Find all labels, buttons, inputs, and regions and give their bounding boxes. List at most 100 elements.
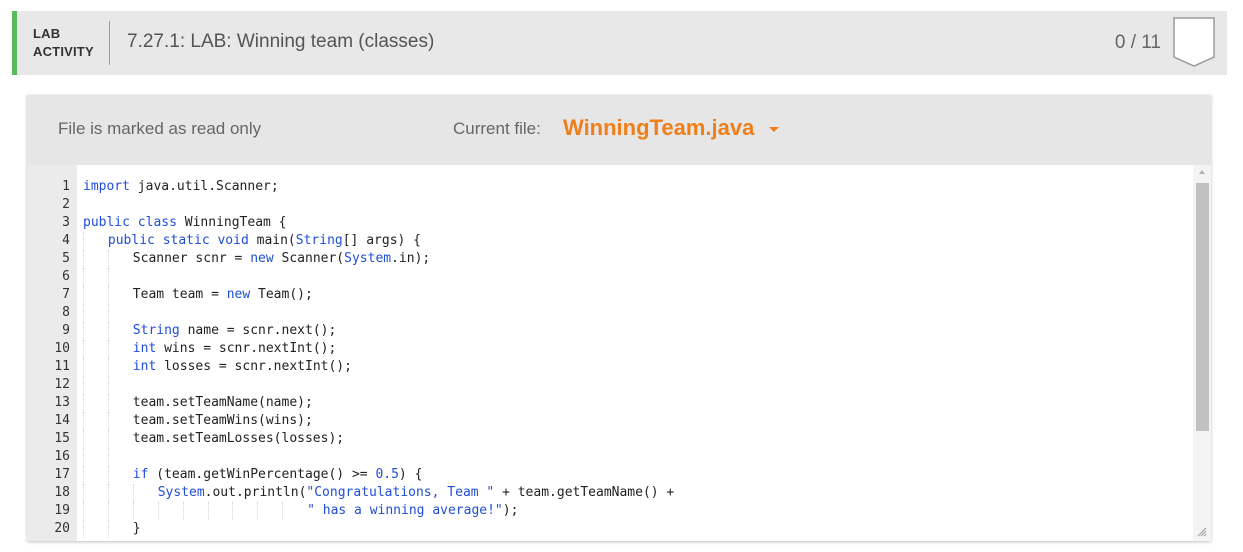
- lab-activity-header: LAB ACTIVITY 7.27.1: LAB: Winning team (…: [12, 11, 1227, 75]
- caret-down-icon: [768, 114, 780, 140]
- line-number: 15: [54, 431, 70, 446]
- indent-guide: [83, 394, 84, 412]
- code-text: " has a winning average!");: [307, 503, 519, 518]
- code-text: }: [132, 521, 141, 536]
- indent-guide: [83, 448, 84, 466]
- indent-guide: [107, 250, 109, 268]
- code-line[interactable]: 7 Team team = new Team();: [27, 286, 1191, 304]
- code-line[interactable]: 6: [27, 268, 1191, 286]
- indent-guide: [83, 304, 84, 322]
- code-line[interactable]: 19 " has a winning average!");: [27, 502, 1191, 520]
- line-number: 16: [54, 449, 70, 464]
- indent-guide: [107, 358, 109, 376]
- code-line[interactable]: 18 System.out.println("Congratulations, T…: [27, 484, 1191, 502]
- current-file-dropdown[interactable]: WinningTeam.java: [563, 115, 780, 142]
- indent-guide: [83, 322, 84, 340]
- line-number: 10: [54, 341, 70, 356]
- score-display: 0 / 11: [1114, 32, 1161, 53]
- indent-guide: [107, 394, 109, 412]
- indent-guide: [282, 502, 284, 520]
- code-line[interactable]: 16: [27, 448, 1191, 466]
- indent-guide: [107, 268, 109, 286]
- code-line[interactable]: 17 if (team.getWinPercentage() >= 0.5) {: [27, 466, 1191, 484]
- code-line[interactable]: 10 int wins = scnr.nextInt();: [27, 340, 1191, 358]
- vertical-scrollbar[interactable]: [1193, 165, 1211, 541]
- line-number-gutter: [27, 165, 77, 541]
- resize-handle-icon[interactable]: [1195, 525, 1207, 537]
- indent-guide: [83, 376, 84, 394]
- indent-guide: [83, 466, 84, 484]
- activity-type-line1: LAB: [33, 26, 61, 41]
- indent-guide: [83, 340, 84, 358]
- code-text: team.setTeamWins(wins);: [132, 413, 313, 428]
- indent-guide: [107, 520, 109, 538]
- indent-guide: [83, 268, 84, 286]
- indent-guide: [107, 322, 109, 340]
- current-file-label: Current file:: [453, 119, 541, 138]
- indent-guide: [107, 340, 109, 358]
- indent-guide: [107, 412, 109, 430]
- line-number: 19: [54, 503, 70, 518]
- indent-guide: [83, 520, 84, 538]
- code-text: if (team.getWinPercentage() >= 0.5) {: [132, 467, 423, 482]
- line-number: 11: [54, 359, 70, 374]
- indent-guide: [207, 502, 209, 520]
- line-number: 18: [54, 485, 70, 500]
- activity-type-line2: ACTIVITY: [33, 44, 94, 59]
- code-text: System.out.println("Congratulations, Tea…: [157, 485, 675, 500]
- code-line[interactable]: 11 int losses = scnr.nextInt();: [27, 358, 1191, 376]
- indent-guide: [83, 250, 84, 268]
- readonly-notice: File is marked as read only: [58, 119, 262, 138]
- indent-guide: [107, 466, 109, 484]
- indent-guide: [83, 430, 84, 448]
- code-text: Team team = new Team();: [132, 287, 313, 302]
- line-number: 12: [54, 377, 70, 392]
- code-line[interactable]: 12: [27, 376, 1191, 394]
- indent-guide: [157, 502, 159, 520]
- code-line[interactable]: 8: [27, 304, 1191, 322]
- page-title: 7.27.1: LAB: Winning team (classes): [127, 31, 435, 52]
- indent-guide: [83, 358, 84, 376]
- indent-guide: [107, 448, 109, 466]
- code-text: Scanner scnr = new Scanner(System.in);: [132, 251, 431, 266]
- indent-guide: [107, 484, 109, 502]
- scrollbar-thumb[interactable]: [1196, 183, 1209, 431]
- line-number: 3: [62, 215, 70, 230]
- indent-guide: [132, 484, 134, 502]
- code-text: team.setTeamLosses(losses);: [132, 431, 345, 446]
- indent-guide: [107, 376, 109, 394]
- line-number: 20: [54, 521, 70, 536]
- code-line[interactable]: 15 team.setTeamLosses(losses);: [27, 430, 1191, 448]
- line-number: 2: [62, 197, 70, 212]
- activity-type-label: LAB ACTIVITY: [33, 25, 103, 61]
- indent-guide: [182, 502, 184, 520]
- code-text: int wins = scnr.nextInt();: [132, 341, 337, 356]
- code-line[interactable]: 20}: [27, 520, 1191, 538]
- line-number: 14: [54, 413, 70, 428]
- line-number: 13: [54, 395, 70, 410]
- indent-guide: [107, 304, 109, 322]
- code-text: public static void main(String[] args) {: [107, 233, 422, 248]
- code-text: import java.util.Scanner;: [83, 179, 279, 194]
- line-number: 8: [62, 305, 70, 320]
- code-line[interactable]: 2: [27, 196, 1191, 214]
- indent-guide: [232, 502, 234, 520]
- indent-guide: [107, 502, 109, 520]
- line-number: 17: [54, 467, 70, 482]
- code-line[interactable]: 14 team.setTeamWins(wins);: [27, 412, 1191, 430]
- line-number: 7: [62, 287, 70, 302]
- completion-badge-icon: [1173, 17, 1215, 67]
- code-text: int losses = scnr.nextInt();: [132, 359, 352, 374]
- indent-guide: [83, 502, 84, 520]
- scroll-up-icon[interactable]: [1199, 170, 1205, 174]
- indent-guide: [107, 430, 109, 448]
- current-file-name: WinningTeam.java: [563, 115, 755, 140]
